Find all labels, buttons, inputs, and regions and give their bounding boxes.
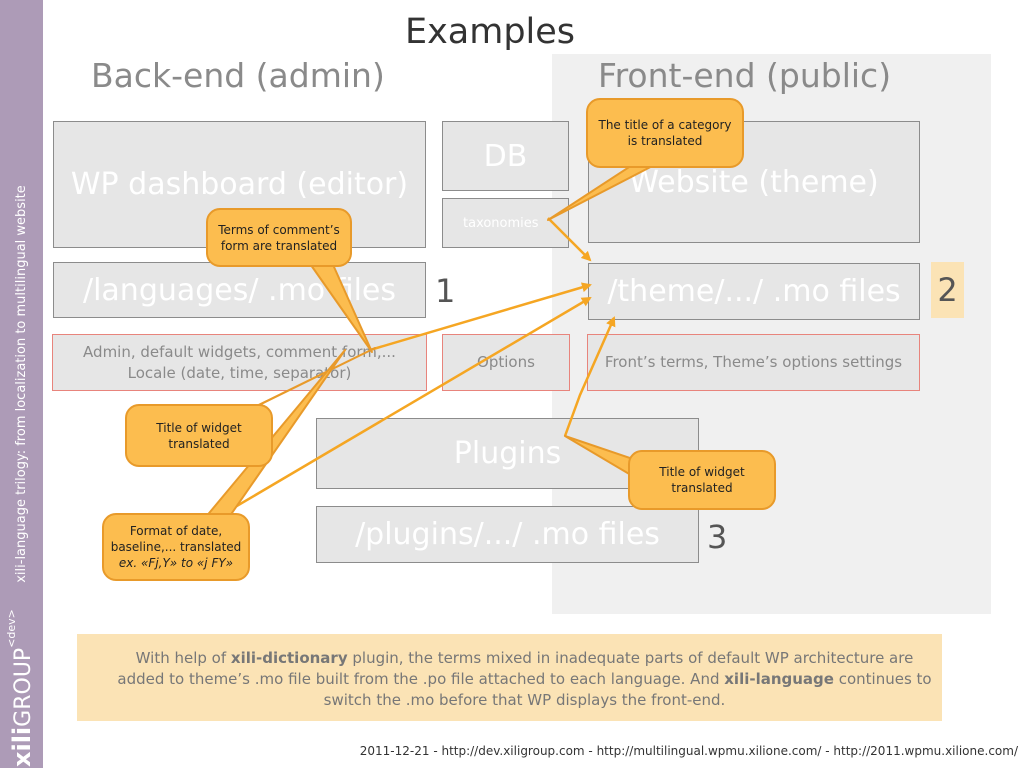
pointer-widget-right — [564, 435, 637, 479]
callout-category: The title of a category is translated — [586, 98, 744, 168]
theme-mo-box: /theme/.../ .mo files — [588, 263, 920, 320]
callout-widget-left: Title of widget translated — [125, 404, 273, 467]
taxonomies-box: taxonomies — [442, 198, 569, 248]
bottom-note: With help of xili-dictionary plugin, the… — [77, 634, 942, 721]
backend-heading: Back-end (admin) — [91, 56, 385, 95]
callout-comment-form: Terms of comment’s form are translated — [206, 208, 352, 267]
admin-locale-box: Admin, default widgets, comment form,...… — [52, 334, 427, 391]
number-3: 3 — [707, 518, 728, 556]
plugins-mo-box: /plugins/.../ .mo files — [316, 506, 699, 563]
arrow-taxonomies-to-theme — [547, 217, 592, 262]
front-terms-box: Front’s terms, Theme’s options settings — [587, 334, 920, 391]
pointer-comment-form — [305, 257, 373, 353]
pointer-category — [547, 159, 665, 221]
arrow-widget-to-theme — [563, 316, 616, 437]
sidebar — [0, 0, 43, 768]
callout-widget-right: Title of widget translated — [628, 450, 776, 510]
languages-mo-box: /languages/ .mo files — [53, 262, 426, 318]
callout-date-format: Format of date, baseline,... translated … — [102, 513, 250, 581]
number-2: 2 — [931, 262, 964, 318]
options-box: Options — [442, 334, 570, 391]
website-box: Website (theme) — [588, 121, 920, 243]
frontend-heading: Front-end (public) — [598, 56, 892, 95]
footer-links: 2011-12-21 - http://dev.xiligroup.com - … — [359, 744, 1018, 758]
arrow-comment-to-theme — [369, 282, 592, 352]
slide-title: Examples — [404, 12, 576, 52]
db-box: DB — [442, 121, 569, 191]
number-1: 1 — [435, 272, 456, 310]
arrow-date-to-theme — [229, 296, 592, 512]
